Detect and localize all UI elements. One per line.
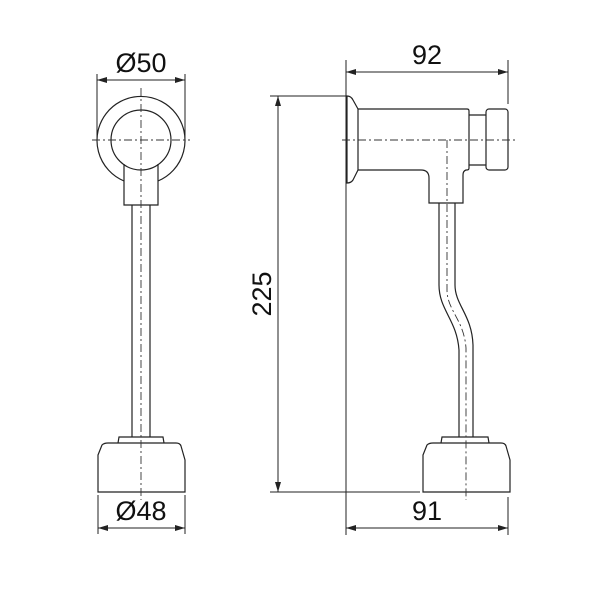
dim-label-diameter-48: Ø48 bbox=[115, 496, 166, 526]
side-push-button bbox=[485, 108, 509, 171]
front-pipe bbox=[131, 205, 151, 437]
side-view: 92 91 225 bbox=[247, 40, 515, 535]
front-centerline bbox=[92, 88, 190, 500]
side-centerline bbox=[342, 139, 515, 500]
dim-label-92: 92 bbox=[412, 40, 442, 70]
side-pipe bbox=[438, 203, 474, 437]
side-body bbox=[358, 108, 470, 204]
dim-label-225: 225 bbox=[247, 271, 277, 316]
side-wall-plate bbox=[346, 95, 359, 184]
front-view: Ø50 Ø48 bbox=[92, 48, 190, 534]
front-flange-outer bbox=[96, 95, 186, 182]
side-base-cap bbox=[440, 436, 490, 444]
side-base bbox=[422, 442, 511, 493]
side-nut bbox=[469, 114, 486, 166]
front-base bbox=[97, 442, 186, 493]
dim-label-91: 91 bbox=[412, 496, 442, 526]
dim-label-diameter-50: Ø50 bbox=[115, 48, 166, 78]
